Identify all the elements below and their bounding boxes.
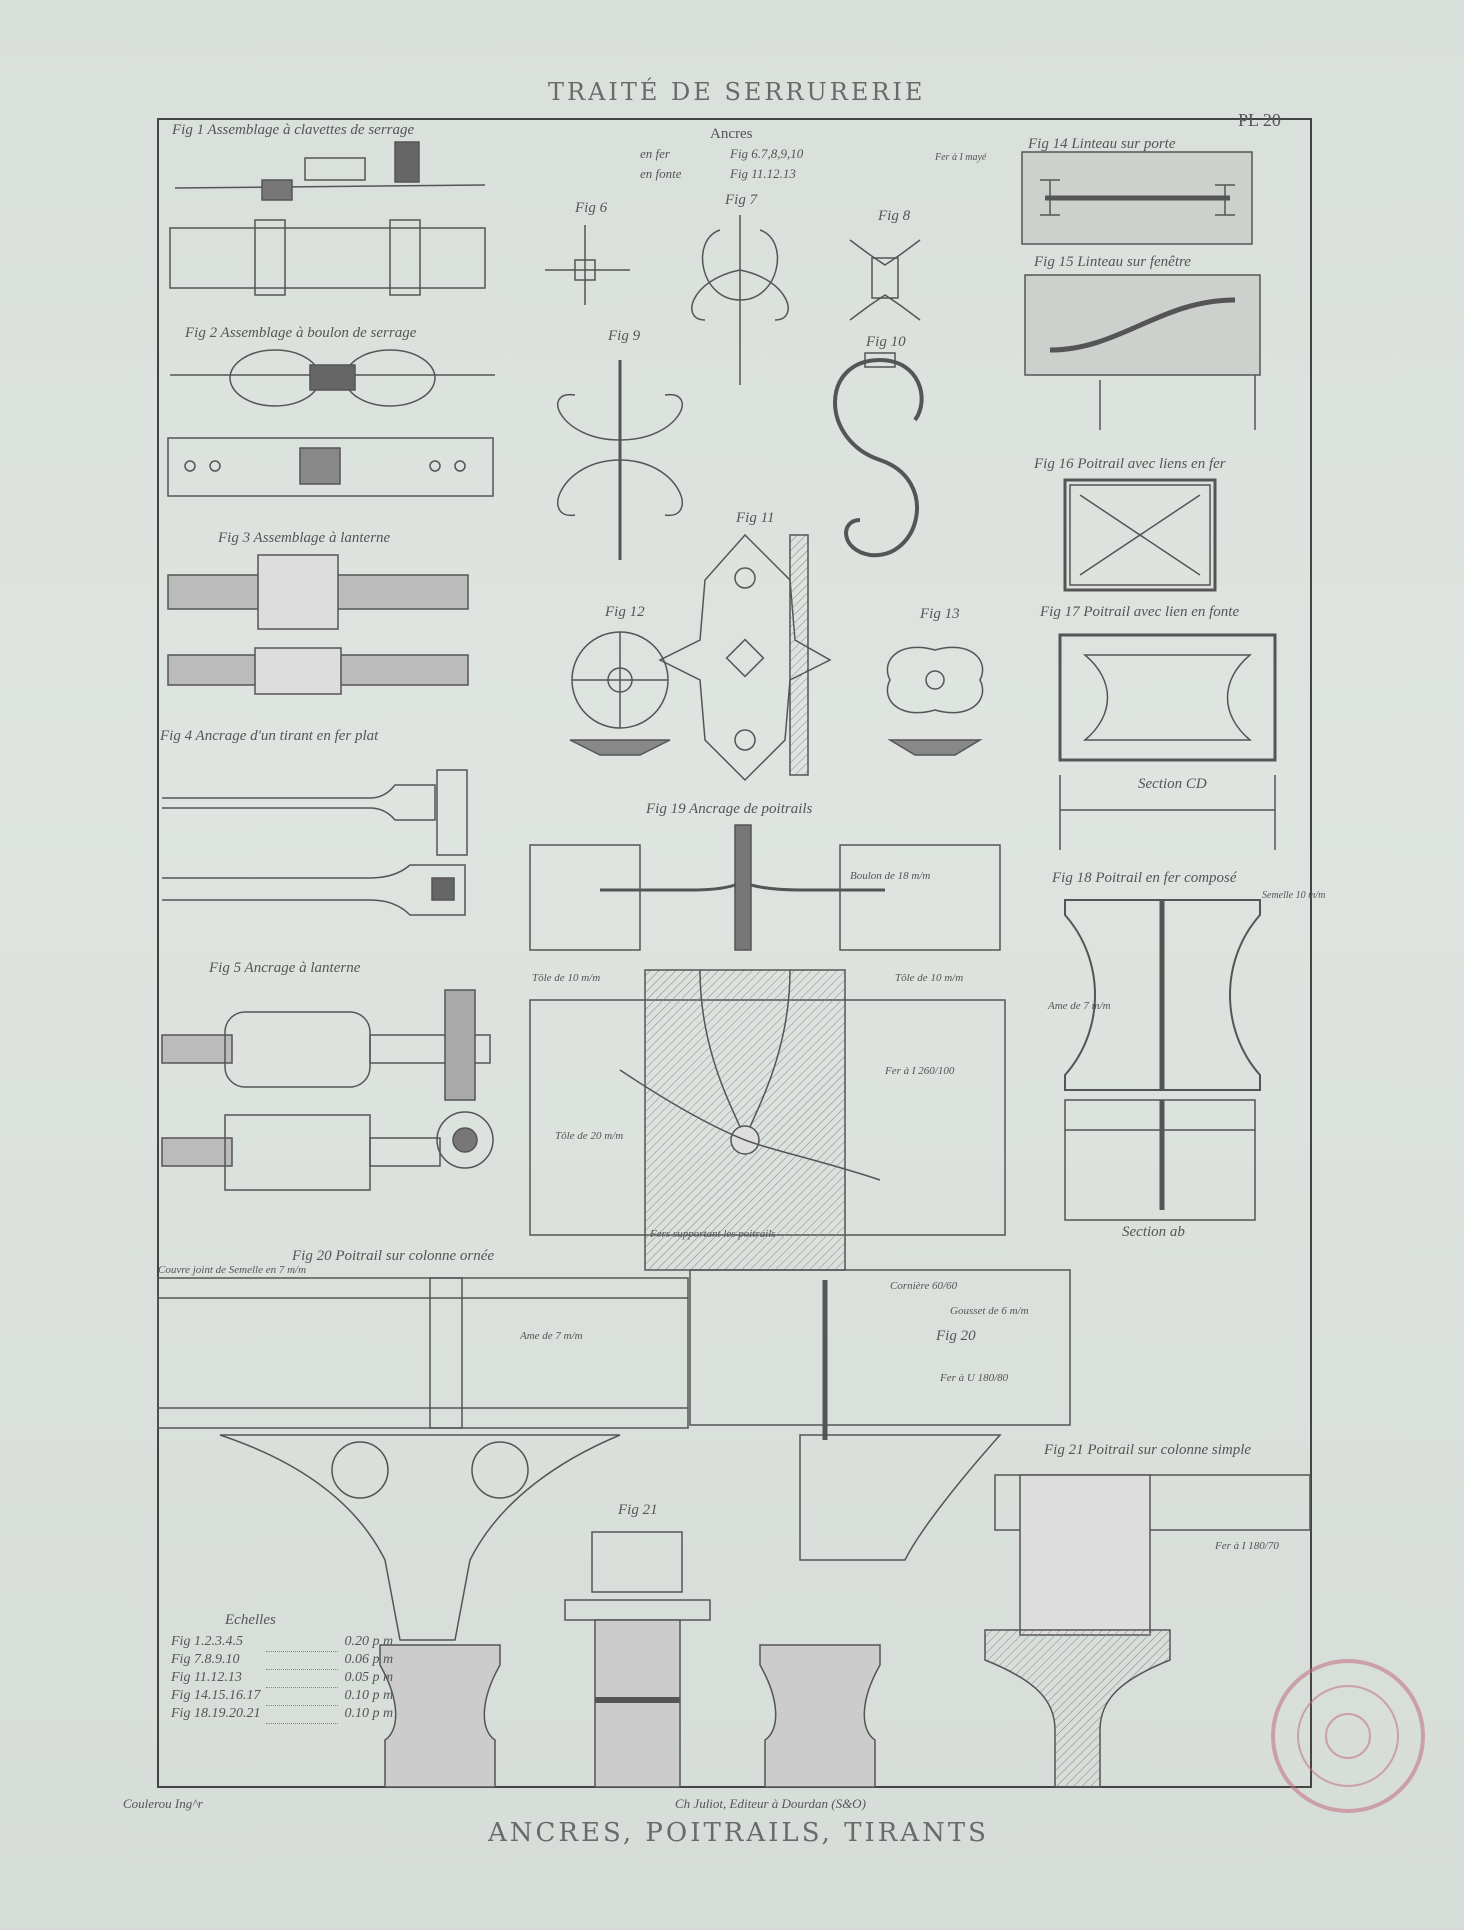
ancres-en-fer: en fer	[640, 146, 670, 161]
fig10-drawing	[833, 352, 924, 558]
echelle-scale: 0.06 p m	[344, 1652, 394, 1667]
echelle-figs: Fig 14.15.16.17	[171, 1688, 261, 1703]
fig4-drawing	[162, 769, 468, 916]
annotation: Tôle de 20 m/m	[555, 1130, 624, 1142]
annotation: Ame de 7 m/m	[520, 1330, 583, 1342]
annotation: Fers supportant les poitrails	[650, 1228, 776, 1240]
fig21-drawing	[564, 1474, 1311, 1788]
annotation: Ame de 7 m/m	[1048, 1000, 1111, 1012]
fig2-caption: Fig 2 Assemblage à boulon de serrage	[185, 325, 417, 341]
echelle-scale: 0.05 p m	[344, 1670, 394, 1685]
annotation: Couvre joint de Semelle en 7 m/m	[158, 1264, 307, 1276]
fig12-caption: Fig 12	[605, 604, 645, 620]
annotation: Semelle 10 m/m	[1262, 890, 1326, 901]
ancres-en-fonte: en fonte	[640, 166, 682, 181]
fig17-drawing	[1058, 633, 1277, 850]
fig15-drawing	[1024, 274, 1261, 430]
echelle-row: Fig 18.19.20.21 0.10 p m	[165, 1705, 399, 1724]
annotation: Gousset de 6 m/m	[950, 1305, 1029, 1317]
fig6-caption: Fig 6	[575, 200, 608, 216]
library-stamp	[1271, 1659, 1425, 1813]
echelle-figs: Fig 7.8.9.10	[171, 1652, 240, 1667]
fig20-caption: Fig 20 Poitrail sur colonne ornée	[292, 1248, 495, 1264]
fig5-drawing	[161, 989, 494, 1191]
fig1-drawing	[169, 141, 486, 296]
fig2-drawing	[167, 349, 495, 497]
fig14-caption: Fig 14 Linteau sur porte	[1028, 136, 1176, 152]
fig13-caption: Fig 13	[920, 606, 960, 622]
fig14-drawing	[1021, 151, 1253, 245]
fig9-caption: Fig 9	[608, 328, 641, 344]
fig9-drawing	[557, 360, 683, 560]
echelle-scale: 0.10 p m	[344, 1688, 394, 1703]
fig19-caption: Fig 19 Ancrage de poitrails	[646, 801, 813, 817]
fig6-drawing	[545, 225, 630, 305]
echelle-scale: 0.10 p m	[344, 1706, 394, 1721]
echelles-table: Echelles Fig 1.2.3.4.5 0.20 p m Fig 7.8.9…	[165, 1612, 399, 1724]
fig21b-caption: Fig 21	[618, 1502, 658, 1518]
fig7-caption: Fig 7	[725, 192, 758, 208]
fig13-drawing	[886, 646, 984, 756]
section-cd-caption: Section CD	[1138, 776, 1207, 792]
fig8-caption: Fig 8	[878, 208, 911, 224]
annotation: Fer à I 260/100	[885, 1065, 955, 1077]
annotation: Boulon de 18 m/m	[850, 870, 931, 882]
plate-number: PL 20	[1238, 110, 1281, 130]
annotation: Tôle de 10 m/m	[532, 972, 601, 984]
ancres-note: Fer à I mayé	[935, 152, 987, 163]
fig15-caption: Fig 15 Linteau sur fenêtre	[1034, 254, 1191, 270]
fig17-caption: Fig 17 Poitrail avec lien en fonte	[1040, 604, 1240, 620]
fig21-caption: Fig 21 Poitrail sur colonne simple	[1044, 1442, 1252, 1458]
fig4-caption: Fig 4 Ancrage d'un tirant en fer plat	[160, 728, 379, 744]
fig5-caption: Fig 5 Ancrage à lanterne	[209, 960, 361, 976]
fig1-caption: Fig 1 Assemblage à clavettes de serrage	[172, 122, 415, 138]
fig8-drawing	[849, 239, 921, 321]
echelle-row: Fig 7.8.9.10 0.06 p m	[165, 1651, 399, 1670]
fig3-drawing	[167, 554, 469, 695]
echelle-figs: Fig 18.19.20.21	[171, 1706, 261, 1721]
engraver-credit: Coulerou Ing^r	[123, 1796, 203, 1811]
fig3-caption: Fig 3 Assemblage à lanterne	[218, 530, 391, 546]
ancres-en-fer-figs: Fig 6.7,8,9,10	[730, 146, 804, 161]
plate-title: ANCRES, POITRAILS, TIRANTS	[488, 1818, 989, 1848]
annotation: Fer à I 180/70	[1215, 1540, 1279, 1552]
fig11-drawing	[658, 533, 832, 782]
fig20b-caption: Fig 20	[936, 1328, 976, 1344]
echelles-title: Echelles	[225, 1612, 276, 1628]
fig20-drawing	[157, 1269, 1071, 1788]
fig19-drawing	[529, 824, 1006, 1271]
fig18-caption: Fig 18 Poitrail en fer composé	[1052, 870, 1237, 886]
fig7-drawing	[691, 215, 789, 385]
fig16-drawing	[1063, 478, 1217, 592]
echelle-figs: Fig 11.12.13	[171, 1670, 242, 1685]
echelle-row: Fig 14.15.16.17 0.10 p m	[165, 1687, 399, 1706]
annotation: Fer à U 180/80	[940, 1372, 1009, 1384]
fig18-drawing	[1064, 899, 1261, 1221]
echelle-figs: Fig 1.2.3.4.5	[171, 1634, 243, 1649]
section-ab-caption: Section ab	[1122, 1224, 1185, 1240]
ancres-title: Ancres	[710, 126, 753, 142]
fig11-caption: Fig 11	[736, 510, 775, 526]
annotation: Tôle de 10 m/m	[895, 972, 964, 984]
annotation: Cornière 60/60	[890, 1280, 958, 1292]
header-title: TRAITÉ DE SERRURERIE	[548, 78, 926, 106]
fig16-caption: Fig 16 Poitrail avec liens en fer	[1034, 456, 1226, 472]
echelle-scale: 0.20 p m	[344, 1634, 394, 1649]
echelle-row: Fig 11.12.13 0.05 p m	[165, 1669, 399, 1688]
echelle-row: Fig 1.2.3.4.5 0.20 p m	[165, 1633, 399, 1652]
fig10-caption: Fig 10	[866, 334, 906, 350]
plate-frame	[157, 118, 1312, 1788]
publisher-credit: Ch Juliot, Editeur à Dourdan (S&O)	[675, 1796, 866, 1811]
fig12-drawing	[569, 631, 671, 756]
ancres-en-fonte-figs: Fig 11.12.13	[730, 166, 796, 181]
